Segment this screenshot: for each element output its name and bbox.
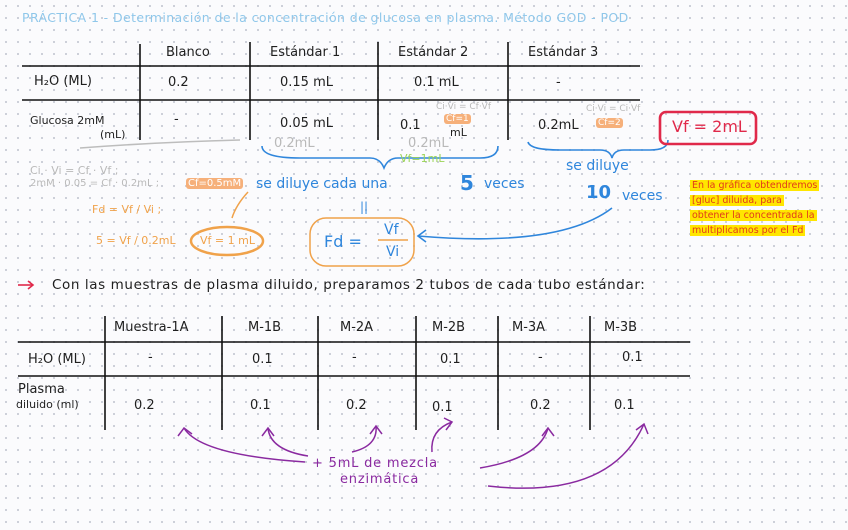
t1-row-glucosa-unit: (mL) (100, 128, 126, 141)
t1-h2o-std3: - (556, 75, 561, 90)
t1-glucosa-std1: 0.05 mL (280, 116, 333, 131)
t2-h2o-m1a: - (148, 350, 153, 365)
page-title: PRÁCTICA 1 - Determinación de la concent… (22, 10, 629, 25)
std3-formula: Ci·Vi = Ci·Vf (586, 104, 641, 114)
t2-h2o-m3a: - (538, 350, 543, 365)
t2-plasma-m2a: 0.2 (346, 398, 367, 413)
t2-h2o-m1b: 0.1 (252, 352, 273, 367)
calc-cf-highlight: Cf=0.5mM (186, 178, 244, 189)
t2-plasma-m3b: 0.1 (614, 398, 635, 413)
t2-plasma-m1b: 0.1 (250, 398, 271, 413)
t2-header-m3a: M-3A (512, 320, 546, 335)
t2-row-plasma-label2: diluido (ml) (16, 398, 79, 411)
t2-header-m2b: M-2B (432, 320, 466, 335)
t2-plasma-m1a: 0.2 (134, 398, 155, 413)
t2-header-m2a: M-2A (340, 320, 374, 335)
calc-vf-circled: Vf = 1 mL (200, 234, 255, 247)
std2-total: 0.2mL (408, 136, 449, 151)
vf-red-box: Vf = 2mL (672, 117, 747, 136)
t2-row-h2o-label: H₂O (ML) (28, 352, 86, 367)
note-line-3: obtener la concentrada la (690, 210, 817, 221)
t1-header-std1: Estándar 1 (270, 45, 341, 60)
vf-green: Vf=1mL (400, 152, 445, 165)
dilute-five: 5 (460, 171, 474, 195)
t1-glucosa-std2-unit: mL (450, 126, 467, 139)
fd-box-label: Fd = (324, 232, 362, 251)
sentence-text: Con las muestras de plasma diluido, prep… (52, 277, 646, 293)
note-line-2: [gluc] diluida, para (690, 195, 784, 206)
calc-five: 5 = Vf / 0.2mL (96, 234, 176, 247)
dilute-ten-text: se diluye (566, 158, 629, 174)
t1-h2o-std2: 0.1 mL (414, 75, 459, 90)
t2-header-m3b: M-3B (604, 320, 638, 335)
std2-highlight: Cf=1 (444, 114, 471, 124)
t2-plasma-m2b: 0.1 (432, 400, 453, 415)
t1-row-h2o-label: H₂O (ML) (34, 74, 92, 89)
calc-line1: Ci · Vi = Cf · Vf ; (30, 164, 119, 177)
equal-arrow: || (360, 200, 369, 214)
dilute-veces: veces (484, 176, 525, 192)
t2-plasma-m3a: 0.2 (530, 398, 551, 413)
dilute-veces2: veces (622, 188, 663, 204)
t2-h2o-m3b: 0.1 (622, 350, 643, 365)
std1-total: 0.2mL (274, 136, 315, 151)
t1-h2o-blanco: 0.2 (168, 75, 189, 90)
yellow-note: En la gráfica obtendremos [gluc] diluida… (690, 178, 820, 238)
enzyme-line2: enzimática (340, 472, 420, 487)
note-line-4: multiplicamos por el Fd (690, 225, 806, 236)
t2-h2o-m2b: 0.1 (440, 352, 461, 367)
fd-box-num: Vf (384, 222, 399, 238)
calc-line2: 2mM · 0.05 = Cf · 0.2mL ; (30, 178, 160, 189)
calc-fd: Fd = Vf / Vi ; (92, 203, 162, 216)
note-line-1: En la gráfica obtendremos (690, 180, 820, 191)
t1-h2o-std1: 0.15 mL (280, 75, 333, 90)
std2-formula: Ci·Vi = Cf·Vf (436, 102, 492, 112)
t2-h2o-m2a: - (352, 350, 357, 365)
t1-row-glucosa-label: Glucosa 2mM (30, 114, 105, 127)
std3-highlight: Cf=2 (596, 118, 623, 128)
t2-header-m1b: M-1B (248, 320, 282, 335)
enzyme-line1: + 5mL de mezcla (312, 456, 438, 471)
t1-header-std3: Estándar 3 (528, 45, 599, 60)
dilute-each-text: se diluye cada una (256, 176, 388, 192)
t1-header-std2: Estándar 2 (398, 45, 469, 60)
t2-header-m1a: Muestra-1A (114, 320, 189, 335)
t1-header-blanco: Blanco (166, 45, 210, 60)
t1-glucosa-std2: 0.1 (400, 118, 421, 133)
fd-box-den: Vi (386, 244, 400, 260)
t1-glucosa-blanco: - (174, 112, 179, 127)
dilute-ten: 10 (586, 182, 612, 203)
t2-row-plasma-label: Plasma (18, 382, 65, 397)
t1-glucosa-std3: 0.2mL (538, 118, 579, 133)
